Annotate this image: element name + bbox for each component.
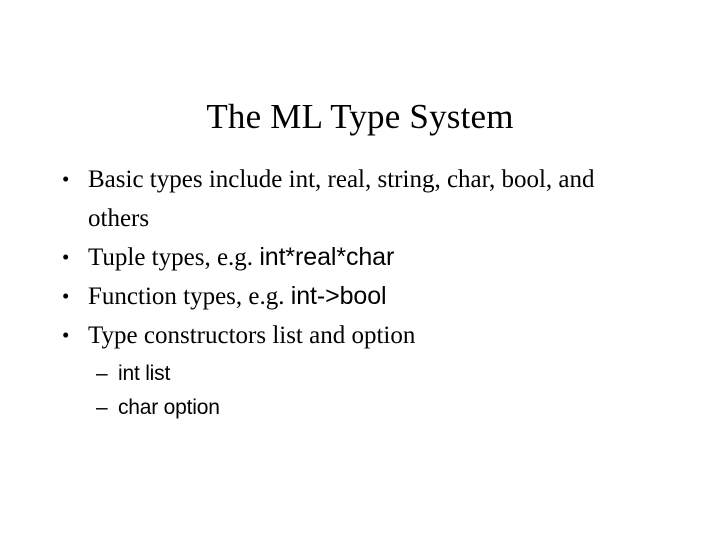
list-item-text: Type constructors list and option — [88, 322, 416, 349]
sub-list: – int list – char option — [60, 357, 660, 425]
list-item: • Basic types include int, real, string,… — [60, 160, 660, 238]
list-item: • Type constructors list and option — [60, 316, 660, 355]
list-item-text: Tuple types, e.g. — [88, 244, 260, 271]
list-item: • Tuple types, e.g. int*real*char — [60, 238, 660, 277]
bullet-icon: • — [62, 245, 70, 269]
page-title: The ML Type System — [206, 97, 514, 137]
list-item-content: Basic types include int, real, string, c… — [88, 160, 636, 238]
slide-body: • Basic types include int, real, string,… — [60, 160, 660, 425]
list-item-content: Function types, e.g. int->bool — [88, 277, 636, 316]
code-snippet: int*real*char — [259, 243, 395, 271]
list-item-text: Function types, e.g. — [88, 283, 291, 310]
bullet-icon: • — [62, 284, 70, 308]
sub-list-item-text: int list — [118, 362, 171, 385]
sub-list-item: – char option — [96, 391, 660, 425]
dash-bullet-icon: – — [96, 396, 108, 419]
bullet-icon: • — [62, 323, 70, 347]
list-item-content: Type constructors list and option — [88, 316, 636, 355]
sub-list-item-text: char option — [118, 396, 220, 419]
list-item-content: Tuple types, e.g. int*real*char — [88, 238, 636, 277]
sub-list-item: – int list — [96, 357, 660, 391]
list-item: • Function types, e.g. int->bool — [60, 277, 660, 316]
list-item-text: Basic types include int, real, string, c… — [88, 166, 595, 232]
bullet-icon: • — [62, 167, 70, 191]
code-snippet: int->bool — [290, 282, 387, 310]
dash-bullet-icon: – — [96, 362, 108, 385]
